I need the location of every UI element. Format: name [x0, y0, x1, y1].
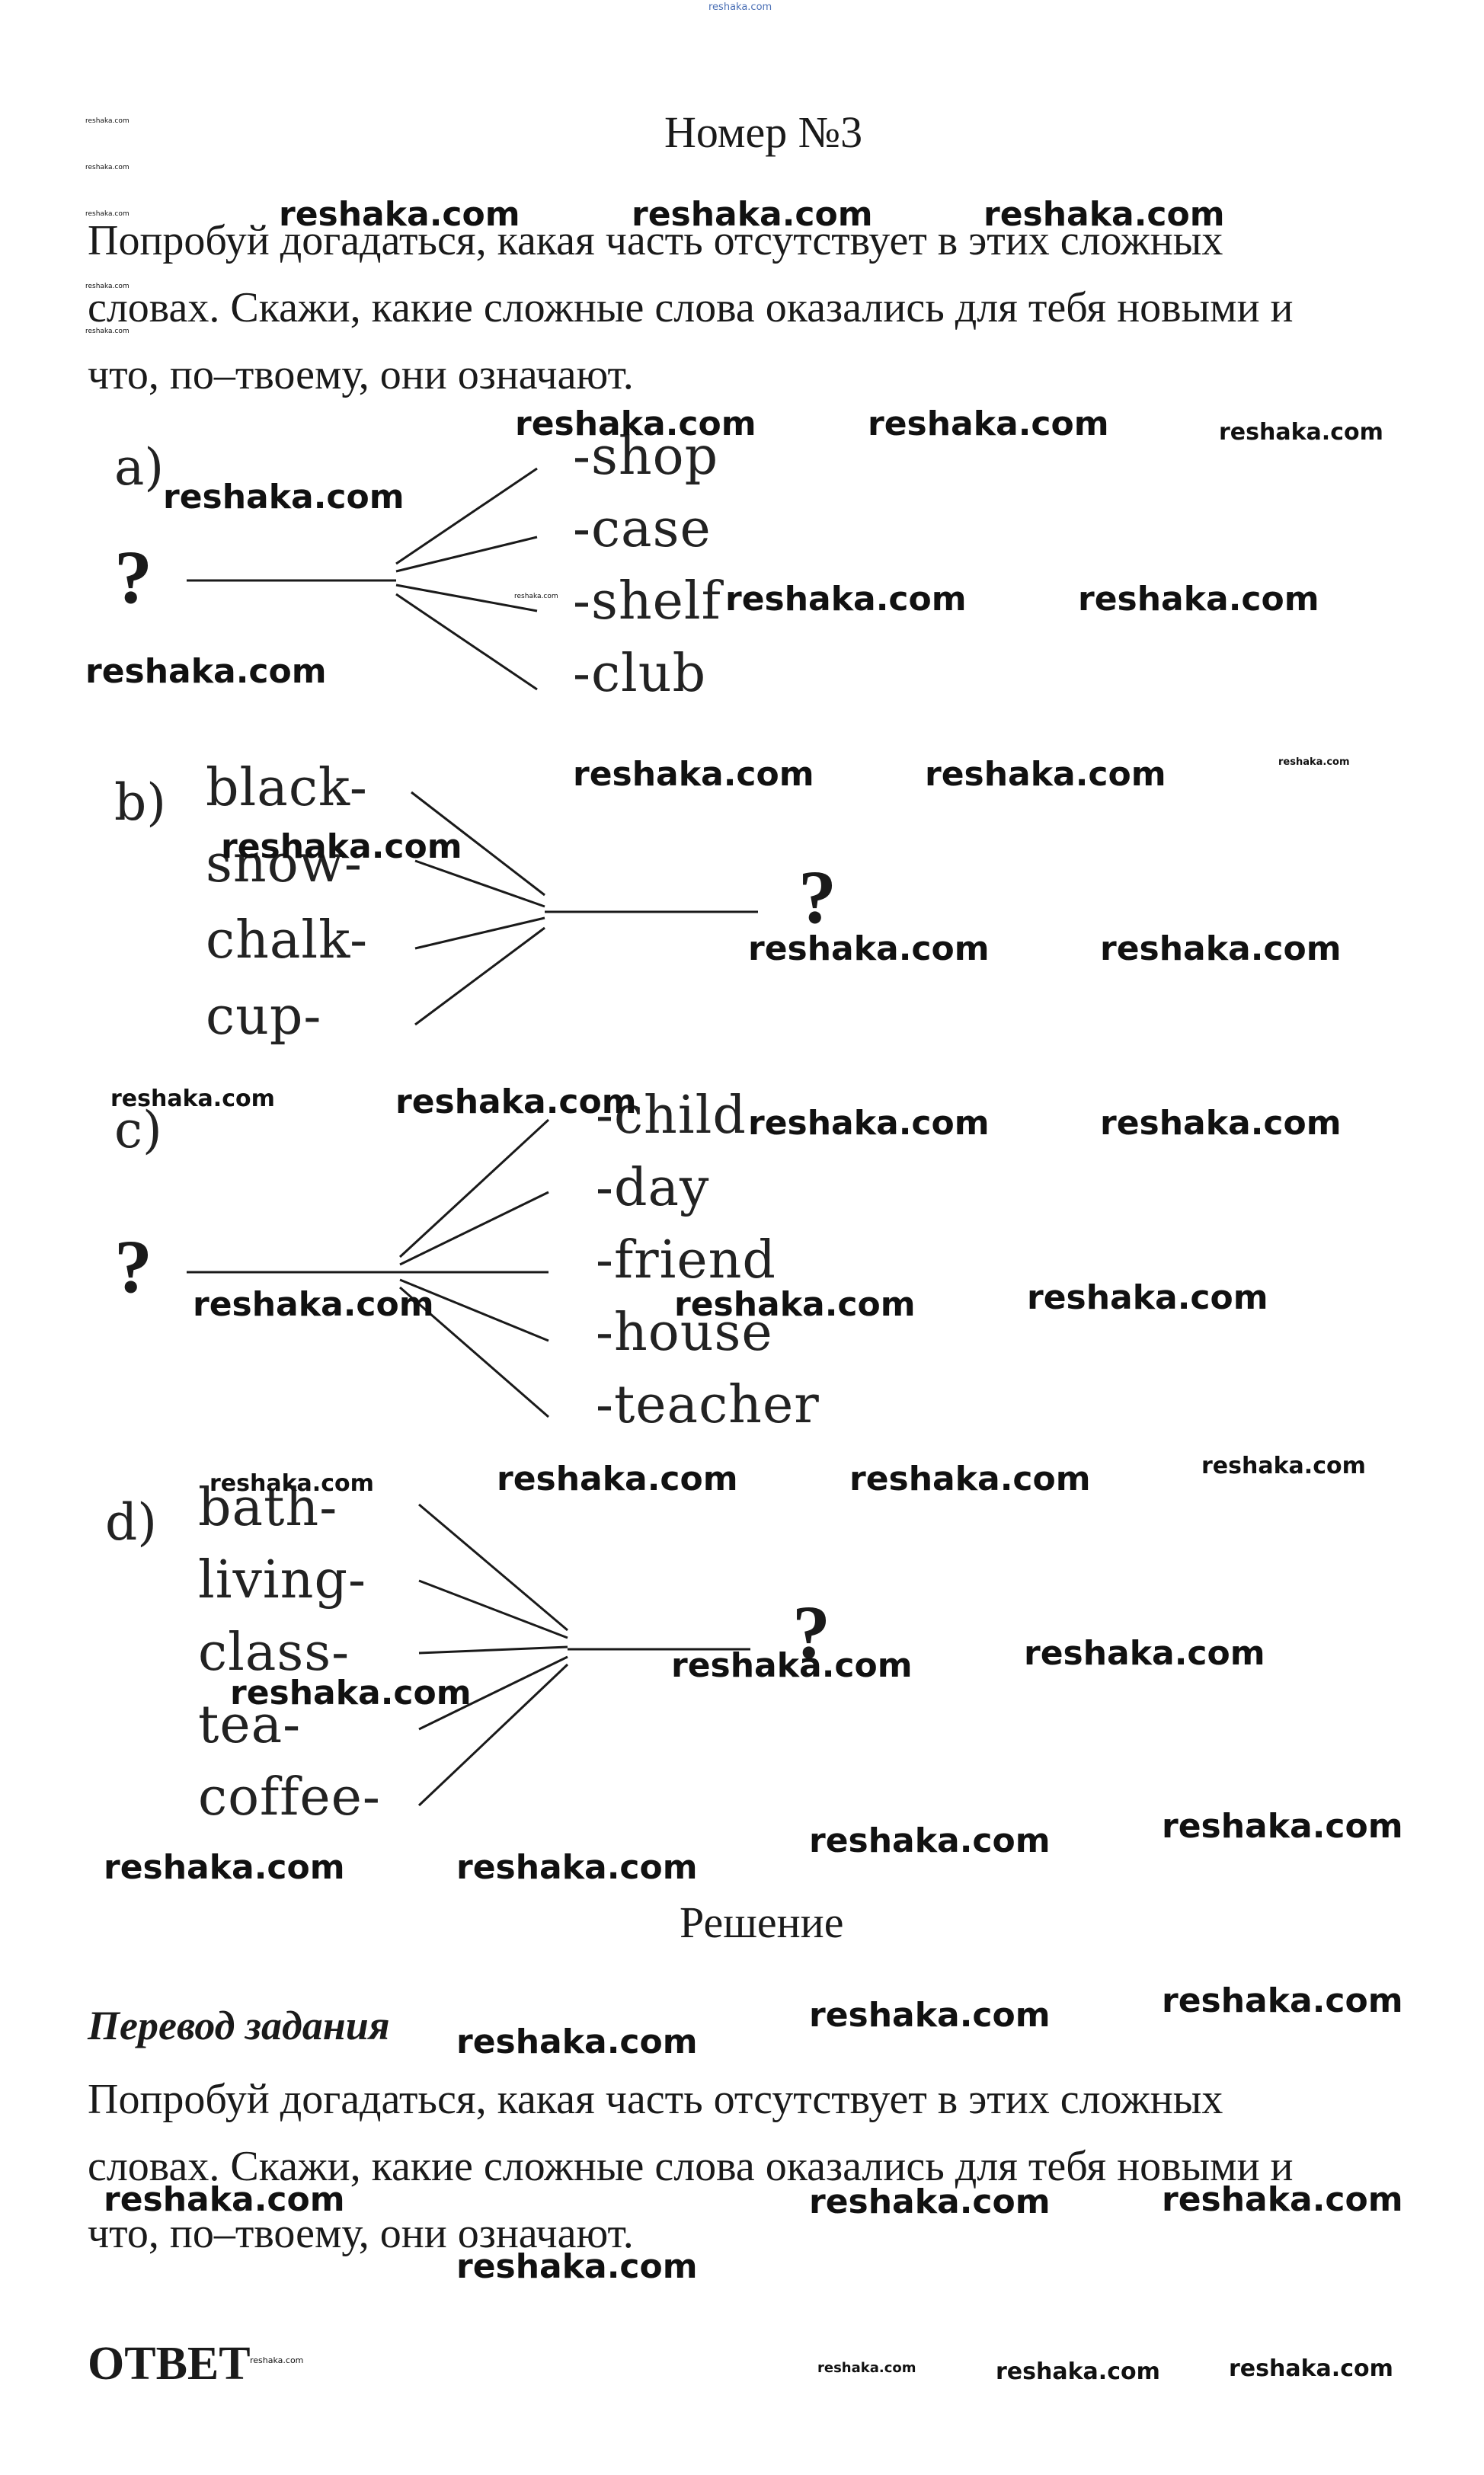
exercise-d-question: ? [792, 1590, 830, 1674]
watermark: reshaka.com [809, 1821, 1051, 1860]
watermark: reshaka.com [456, 2023, 698, 2061]
watermark: reshaka.com [983, 195, 1225, 234]
watermark: reshaka.com [193, 1285, 434, 1324]
watermark: reshaka.com [1024, 1634, 1265, 1673]
watermark: reshaka.com [868, 405, 1109, 443]
exercise-d-part: living- [198, 1550, 366, 1610]
exercise-b-question: ? [798, 855, 836, 939]
exercise-d-part: tea- [198, 1695, 302, 1755]
watermark: reshaka.com [514, 593, 558, 600]
exercise-c-part: -friend [596, 1230, 776, 1290]
watermark: reshaka.com [809, 2182, 1051, 2221]
watermark: reshaka.com [1201, 1453, 1366, 1479]
exercise-d-part: class- [198, 1623, 350, 1683]
watermark: reshaka.com [85, 652, 327, 691]
exercise-c-part: -child [596, 1086, 747, 1146]
watermark: reshaka.com [1278, 756, 1350, 768]
translation-heading: Перевод задания [88, 2003, 390, 2048]
watermark: reshaka.com [250, 2355, 304, 2365]
answer-heading: ОТВЕТ [88, 2338, 251, 2390]
exercise-c-part: -teacher [596, 1375, 820, 1435]
exercise-d-part: bath- [198, 1478, 338, 1538]
watermark: reshaka.com [1100, 929, 1342, 968]
watermark: reshaka.com [748, 1104, 990, 1143]
watermark: reshaka.com [725, 580, 967, 619]
watermark: reshaka.com [85, 328, 130, 335]
watermark: reshaka.com [748, 929, 990, 968]
exercise-a-part: -shelf [573, 571, 721, 632]
exercise-a-question: ? [114, 535, 152, 619]
watermark: reshaka.com [85, 164, 130, 171]
page-title: Номер №3 [664, 107, 863, 157]
watermark: reshaka.com [925, 755, 1166, 794]
watermark: reshaka.com [104, 1848, 345, 1887]
watermark: reshaka.com [1027, 1278, 1268, 1317]
task-line-2: словах. Скажи, какие сложные слова оказа… [88, 284, 1294, 331]
watermark: reshaka.com [849, 1460, 1091, 1498]
translation-line-3: что, по–твоему, они означают. [88, 2210, 634, 2257]
watermark: reshaka.com [85, 117, 130, 125]
translation-line-2: словах. Скажи, какие сложные слова оказа… [88, 2143, 1294, 2190]
exercise-b-label: b) [114, 773, 166, 832]
watermark: reshaka.com [1162, 2180, 1403, 2219]
watermark: reshaka.com [632, 195, 873, 234]
watermark: reshaka.com [85, 283, 130, 290]
watermark: reshaka.com [456, 2247, 698, 2286]
watermark: reshaka.com [1219, 419, 1383, 446]
solution-heading: Решение [680, 1898, 844, 1947]
task-line-3: что, по–твоему, они означают. [88, 351, 634, 398]
translation-line-1: Попробуй догадаться, какая часть отсутст… [88, 2076, 1223, 2123]
exercise-a-part: -shop [573, 427, 719, 487]
exercise-c-question: ? [114, 1224, 152, 1309]
exercise-b-part: chalk- [206, 910, 369, 970]
watermark: reshaka.com [1100, 1104, 1342, 1143]
watermark: reshaka.com [163, 478, 405, 516]
exercise-b-part: cup- [206, 986, 322, 1047]
watermark: reshaka.com [1229, 2355, 1393, 2382]
watermark: reshaka.com [1162, 1981, 1403, 2020]
watermark: reshaka.com [817, 2360, 916, 2376]
watermark: reshaka.com [456, 1848, 698, 1887]
exercise-a-part: -case [573, 499, 712, 559]
exercise-b-part: snow- [206, 834, 363, 894]
exercise-a-part: -club [573, 644, 707, 704]
watermark: reshaka.com [497, 1460, 738, 1498]
watermark: reshaka.com [809, 1996, 1051, 2035]
watermark: reshaka.com [1078, 580, 1319, 619]
exercise-a-label: a) [114, 438, 165, 497]
watermark: reshaka.com [230, 1674, 472, 1712]
watermark: reshaka.com [104, 2180, 345, 2219]
watermark: reshaka.com [279, 195, 520, 234]
watermark: reshaka.com [515, 405, 756, 443]
watermark: reshaka.com [85, 210, 130, 218]
watermark: reshaka.com [671, 1646, 913, 1685]
exercise-d-part: coffee- [198, 1767, 381, 1827]
watermark: reshaka.com [674, 1285, 916, 1324]
watermark: reshaka.com [110, 1086, 275, 1112]
exercise-d-label: d) [105, 1493, 157, 1552]
top-url[interactable]: reshaka.com [708, 2, 772, 13]
watermark: reshaka.com [573, 755, 814, 794]
exercise-c-part: -day [596, 1158, 710, 1218]
watermark: reshaka.com [221, 827, 462, 866]
watermark: reshaka.com [395, 1082, 637, 1121]
exercise-c-part: -house [596, 1303, 773, 1363]
exercise-b-part: black- [206, 758, 368, 818]
watermark: reshaka.com [996, 2358, 1160, 2385]
watermark: reshaka.com [209, 1470, 374, 1497]
exercise-c-label: c) [114, 1101, 162, 1159]
watermark: reshaka.com [1162, 1807, 1403, 1846]
task-line-1: Попробуй догадаться, какая часть отсутст… [88, 217, 1223, 264]
